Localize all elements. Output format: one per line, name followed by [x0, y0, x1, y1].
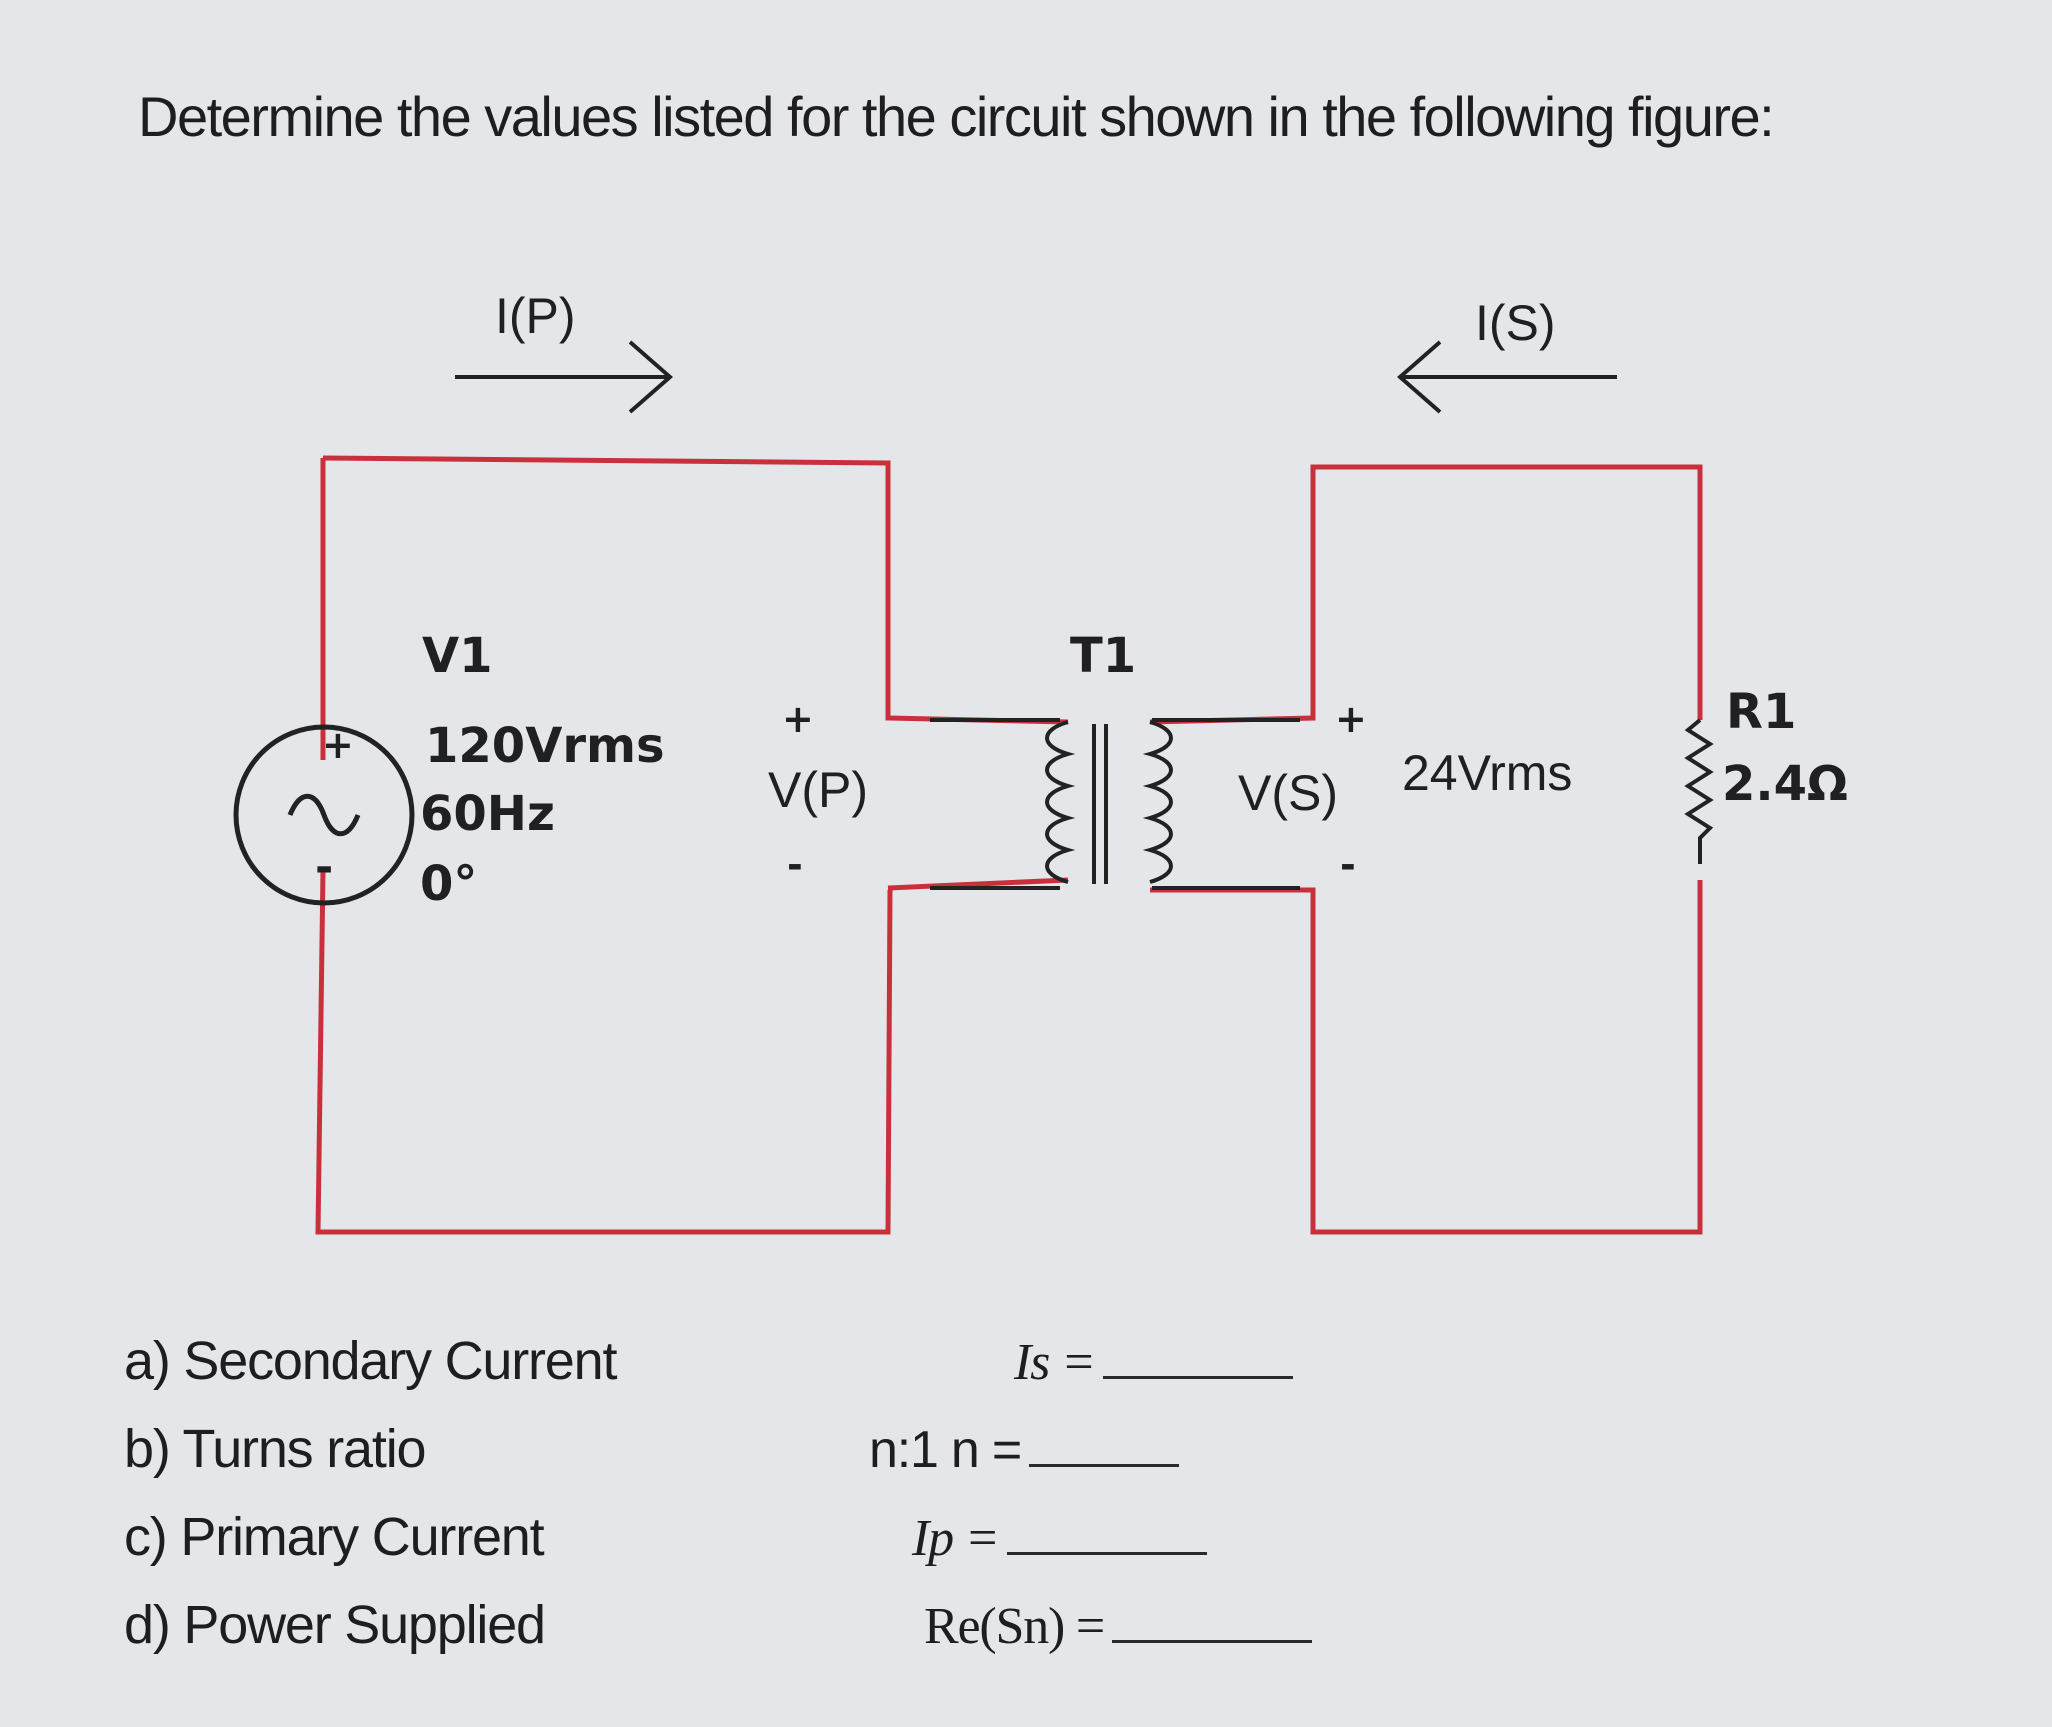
secondary-coil — [1142, 720, 1173, 884]
vs-minus-sign: - — [1340, 843, 1356, 887]
sine-wave-icon — [287, 793, 361, 837]
resistor-name: R1 — [1726, 684, 1796, 740]
transformer-leads — [930, 718, 1300, 890]
secondary-current-label: I(S) — [1475, 295, 1556, 351]
vp-plus-sign: + — [782, 697, 814, 741]
question-title: Determine the values listed for the circ… — [138, 85, 1775, 148]
source-name: V1 — [422, 628, 493, 684]
question-row-a: a) Secondary Current Is = — [124, 1330, 1293, 1392]
transformer-t1 — [1045, 720, 1173, 884]
secondary-voltage-value: 24Vrms — [1402, 745, 1572, 801]
question-label: b) Turns ratio — [124, 1419, 427, 1479]
answer-symbol: Ip = — [912, 1510, 1000, 1567]
answer-blank[interactable] — [1006, 1542, 1207, 1555]
answer-blank[interactable] — [1102, 1366, 1293, 1379]
secondary-current-arrow-icon — [1396, 340, 1617, 414]
primary-loop-wire — [315, 455, 1069, 1235]
answer-symbol: n:1 n = — [869, 1421, 1022, 1479]
vs-plus-sign: + — [1335, 697, 1367, 741]
primary-current-arrow-icon — [455, 340, 674, 414]
secondary-voltage-label: V(S) — [1238, 765, 1338, 821]
question-label: d) Power Supplied — [124, 1595, 546, 1655]
primary-current-label: I(P) — [495, 288, 576, 344]
resistor-value: 2.4Ω — [1722, 756, 1848, 812]
question-row-b: b) Turns ratio n:1 n = — [124, 1418, 1180, 1480]
question-row-c: c) Primary Current Ip = — [124, 1506, 1207, 1568]
source-minus-sign: - — [315, 842, 333, 893]
answer-blank[interactable] — [1029, 1454, 1180, 1467]
secondary-loop-wire — [1149, 464, 1703, 1235]
answer-blank[interactable] — [1112, 1630, 1313, 1643]
source-voltage: 120Vrms — [425, 718, 665, 774]
answer-symbol: Re(Sn) = — [924, 1598, 1105, 1655]
resistor-r1 — [1684, 718, 1714, 864]
primary-coil — [1045, 720, 1076, 884]
transformer-name: T1 — [1070, 628, 1136, 684]
question-label: a) Secondary Current — [124, 1331, 617, 1391]
question-label: c) Primary Current — [124, 1507, 545, 1567]
answer-symbol: Is = — [1014, 1334, 1096, 1391]
primary-voltage-label: V(P) — [768, 762, 868, 818]
ac-source-v1 — [233, 724, 415, 906]
source-phase: 0° — [420, 856, 477, 912]
question-row-d: d) Power Supplied Re(Sn) = — [124, 1594, 1313, 1656]
vp-minus-sign: - — [787, 843, 803, 887]
source-frequency: 60Hz — [420, 786, 555, 842]
source-plus-sign: + — [322, 723, 354, 767]
